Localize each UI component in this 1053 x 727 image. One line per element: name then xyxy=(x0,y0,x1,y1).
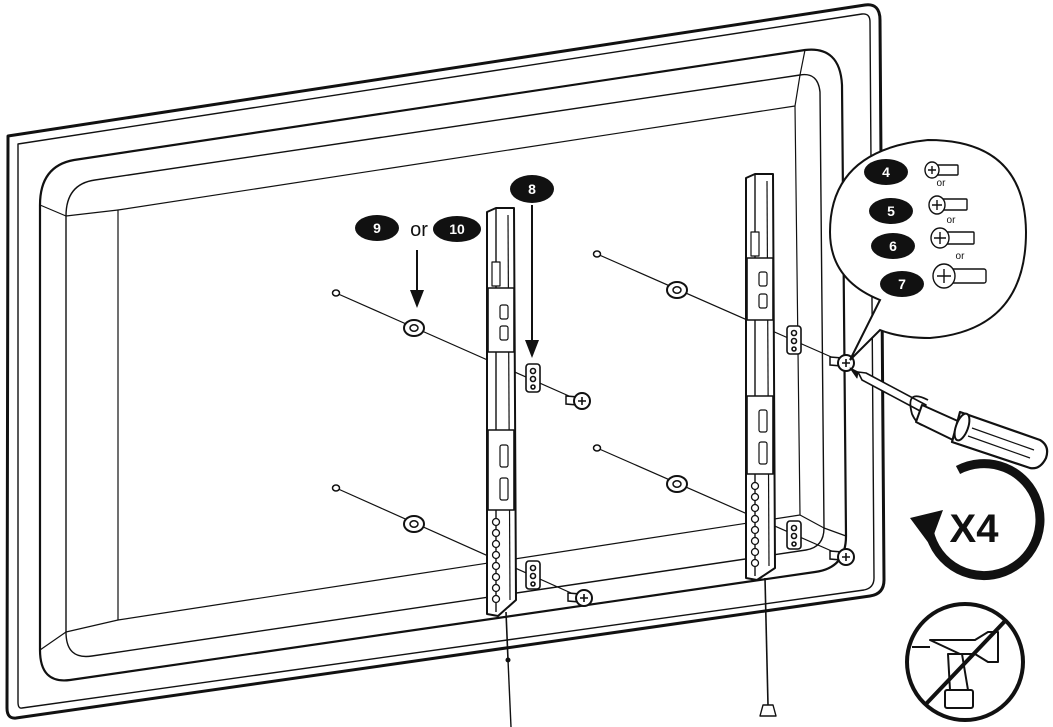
screwdriver-icon xyxy=(849,367,1049,470)
screw-option-4-or: or xyxy=(937,178,947,189)
callout-8-badge xyxy=(510,175,554,203)
right-mounting-bracket xyxy=(745,173,777,717)
spacer-top-left xyxy=(403,319,425,337)
screw-option-5-or: or xyxy=(947,215,957,226)
spacers xyxy=(403,281,688,533)
strap-plate-top-left xyxy=(525,363,541,393)
spacer-bottom-left xyxy=(403,515,425,533)
spacer-bottom-right xyxy=(666,475,688,493)
screw-option-6-or: or xyxy=(956,251,966,262)
screw-4-icon xyxy=(924,161,959,179)
screw-6-icon xyxy=(930,227,975,249)
right-bracket-adjust-holes xyxy=(750,481,760,568)
strap-plates xyxy=(525,325,802,590)
screw-5-icon xyxy=(928,195,968,215)
tv-back-panel xyxy=(5,3,886,720)
strap-plate-callout: 8 xyxy=(510,175,554,358)
strap-plate-bottom-right xyxy=(786,520,802,550)
tv-mounting-holes xyxy=(331,250,602,492)
repeat-label: X4 xyxy=(950,507,1000,551)
callout-or-label: or xyxy=(410,219,428,241)
screw-options-bubble: 4 or 5 or 6 xyxy=(828,138,1028,361)
screw-option-6: 6 or xyxy=(871,227,975,262)
strap-plate-top-right xyxy=(786,325,802,355)
spacer-top-right xyxy=(666,281,688,299)
bolt-bottom-right xyxy=(829,548,855,566)
strap-plate-bottom-left xyxy=(525,560,541,590)
callout-9-label: 9 xyxy=(373,220,381,236)
spacer-arrow-head xyxy=(410,290,424,308)
rotate-arrow-icon xyxy=(923,459,1045,581)
screw-option-6-label: 6 xyxy=(889,238,897,254)
screw-option-7: 7 xyxy=(880,263,987,297)
callout-8-label: 8 xyxy=(528,181,536,197)
left-mounting-bracket xyxy=(486,207,517,727)
spacer-callout: 9 or 10 xyxy=(355,215,481,308)
screw-7-icon xyxy=(932,263,987,289)
callout-10-badge xyxy=(433,216,481,242)
screw-option-4-label: 4 xyxy=(882,164,890,180)
screw-option-5: 5 or xyxy=(869,195,968,226)
bolt-bottom-left xyxy=(567,589,593,607)
left-bracket-adjust-holes xyxy=(491,517,501,604)
bolt-top-left xyxy=(565,392,591,410)
screw-option-5-label: 5 xyxy=(887,203,895,219)
bolts xyxy=(565,354,855,607)
no-power-drill-icon xyxy=(905,602,1025,722)
callout-10-label: 10 xyxy=(449,221,465,237)
screw-option-7-label: 7 xyxy=(898,276,906,292)
repeat-indicator: X4 xyxy=(910,459,1045,581)
screw-option-4: 4 or xyxy=(864,159,959,189)
pull-cord-tab xyxy=(759,704,777,717)
strap-plate-arrow-head xyxy=(525,340,539,358)
callout-9-badge xyxy=(355,215,399,241)
